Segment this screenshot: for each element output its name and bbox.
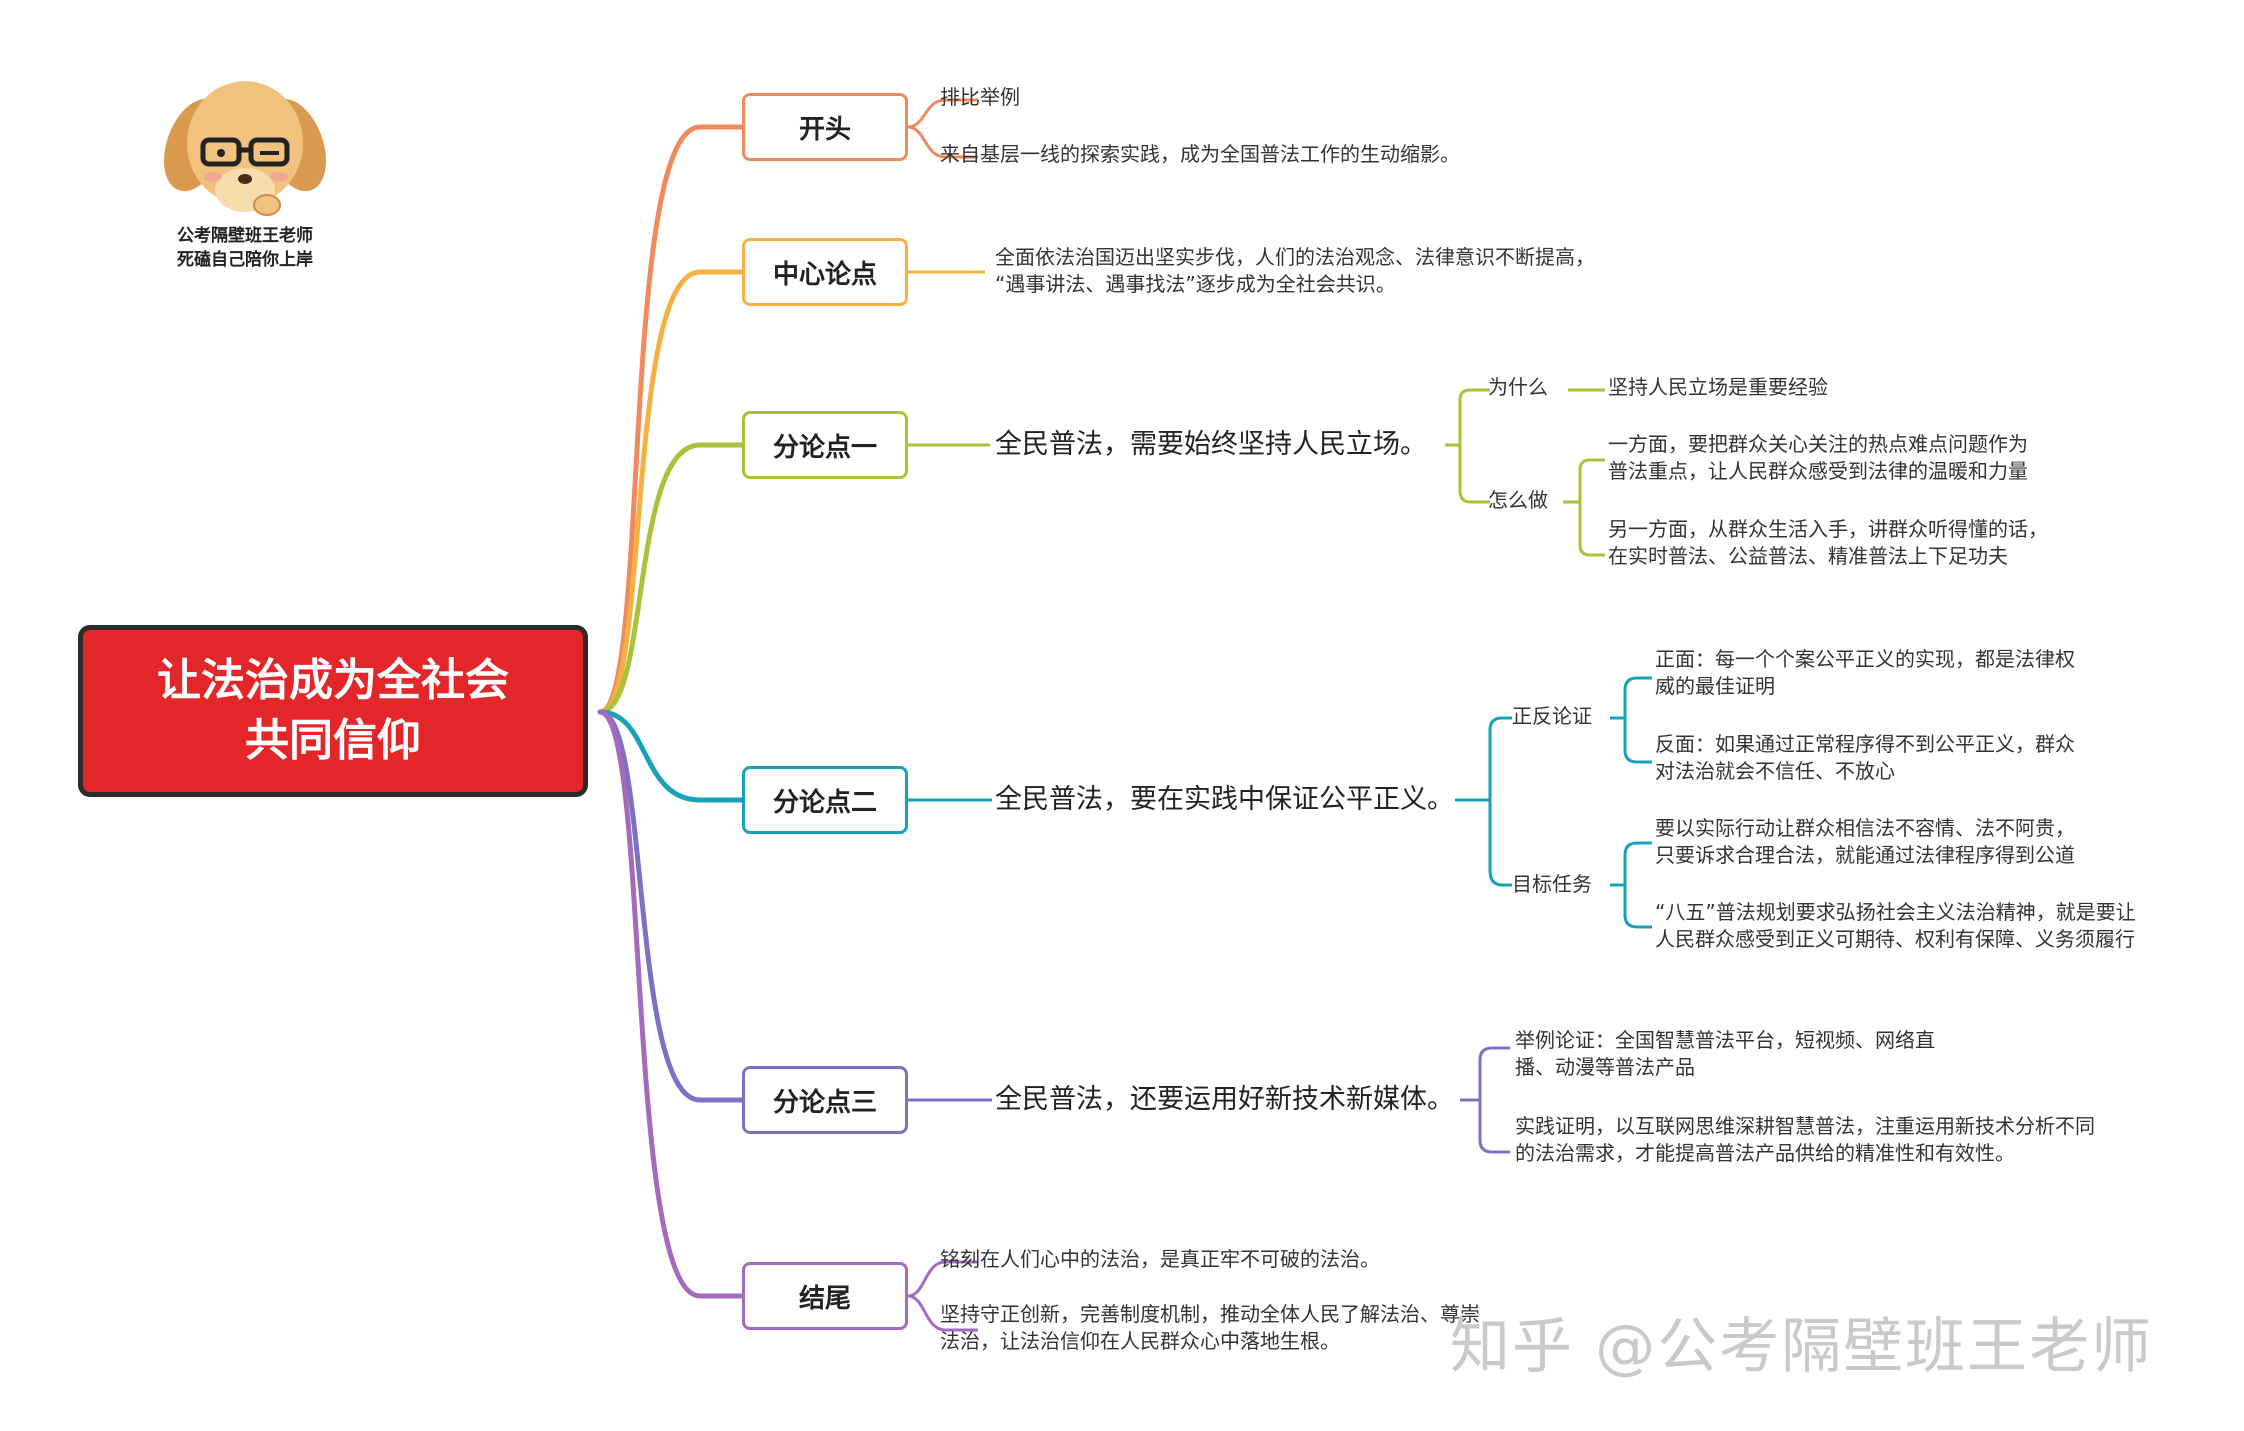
fen1-why-label: 为什么 [1488,375,1548,399]
fen3-item-1b: 播、动漫等普法产品 [1515,1055,1695,1079]
jiewei-item-2b: 法治，让法治信仰在人民群众心中落地生根。 [940,1329,1340,1353]
branch-fen3[interactable]: 分论点三 [742,1066,908,1134]
fen3-item-1a: 举例论证：全国智慧普法平台，短视频、网络直 [1515,1028,1935,1052]
branch-jiewei[interactable]: 结尾 [742,1262,908,1330]
root-node[interactable]: 让法治成为全社会 共同信仰 [78,625,588,797]
kaitou-item-2: 来自基层一线的探索实践，成为全国普法工作的生动缩影。 [940,142,1460,166]
fen1-why-text: 坚持人民立场是重要经验 [1608,375,1828,399]
fen1-claim: 全民普法，需要始终坚持人民立场。 [995,429,1427,460]
fen1-how-1a: 一方面，要把群众关心关注的热点难点问题作为 [1608,432,2028,456]
branch-kaitou[interactable]: 开头 [742,93,908,161]
jiewei-item-2a: 坚持守正创新，完善制度机制，推动全体人民了解法治、尊崇 [940,1302,1480,1326]
fen2-claim: 全民普法，要在实践中保证公平正义。 [995,784,1454,815]
fen2-zhengfan-1a: 正面：每一个个案公平正义的实现，都是法律权 [1655,647,2075,671]
fen1-how-2b: 在实时普法、公益普法、精准普法上下足功夫 [1608,544,2008,568]
branch-zhongxin[interactable]: 中心论点 [742,238,908,306]
fen2-mubiao-1a: 要以实际行动让群众相信法不容情、法不阿贵， [1655,816,2075,840]
root-title-line-1: 让法治成为全社会 [157,655,509,706]
kaitou-item-1: 排比举例 [940,85,1020,109]
fen2-mubiao-2b: 人民群众感受到正义可期待、权利有保障、义务须履行 [1655,927,2135,951]
fen2-mubiao-2a: “八五”普法规划要求弘扬社会主义法治精神，就是要让 [1655,900,2136,924]
fen2-zhengfan-2b: 对法治就会不信任、不放心 [1655,759,1895,783]
zhongxin-line-1: 全面依法治国迈出坚实步伐，人们的法治观念、法律意识不断提高， [995,245,1595,269]
logo-caption: 公考隔壁班王老师 死磕自己陪你上岸 [150,224,340,272]
zhihu-watermark: 知乎 @公考隔壁班王老师 [1450,1312,2154,1382]
jiewei-item-1: 铭刻在人们心中的法治，是真正牢不可破的法治。 [940,1247,1380,1271]
fen1-how-label: 怎么做 [1488,488,1548,512]
fen1-how-2a: 另一方面，从群众生活入手，讲群众听得懂的话， [1608,517,2048,541]
zhongxin-line-2: “遇事讲法、遇事找法”逐步成为全社会共识。 [995,272,1396,296]
fen2-mubiao-label: 目标任务 [1512,872,1592,896]
fen3-item-2b: 的法治需求，才能提高普法产品供给的精准性和有效性。 [1515,1141,2015,1165]
fen2-zhengfan-2a: 反面：如果通过正常程序得不到公平正义，群众 [1655,732,2075,756]
fen1-how-1b: 普法重点，让人民群众感受到法律的温暖和力量 [1608,459,2028,483]
fen3-item-2a: 实践证明，以互联网思维深耕智慧普法，注重运用新技术分析不同 [1515,1114,2095,1138]
fen3-claim: 全民普法，还要运用好新技术新媒体。 [995,1084,1454,1115]
fen2-zhengfan-label: 正反论证 [1512,704,1592,728]
fen2-mubiao-1b: 只要诉求合理合法，就能通过法律程序得到公道 [1655,843,2075,867]
branch-fen1[interactable]: 分论点一 [742,411,908,479]
dog-mascot-icon [163,81,327,216]
branch-fen2[interactable]: 分论点二 [742,766,908,834]
root-title-line-2: 共同信仰 [245,715,421,766]
logo-line-1: 公考隔壁班王老师 [177,226,313,246]
logo-line-2: 死磕自己陪你上岸 [177,250,313,270]
fen2-zhengfan-1b: 威的最佳证明 [1655,674,1775,698]
